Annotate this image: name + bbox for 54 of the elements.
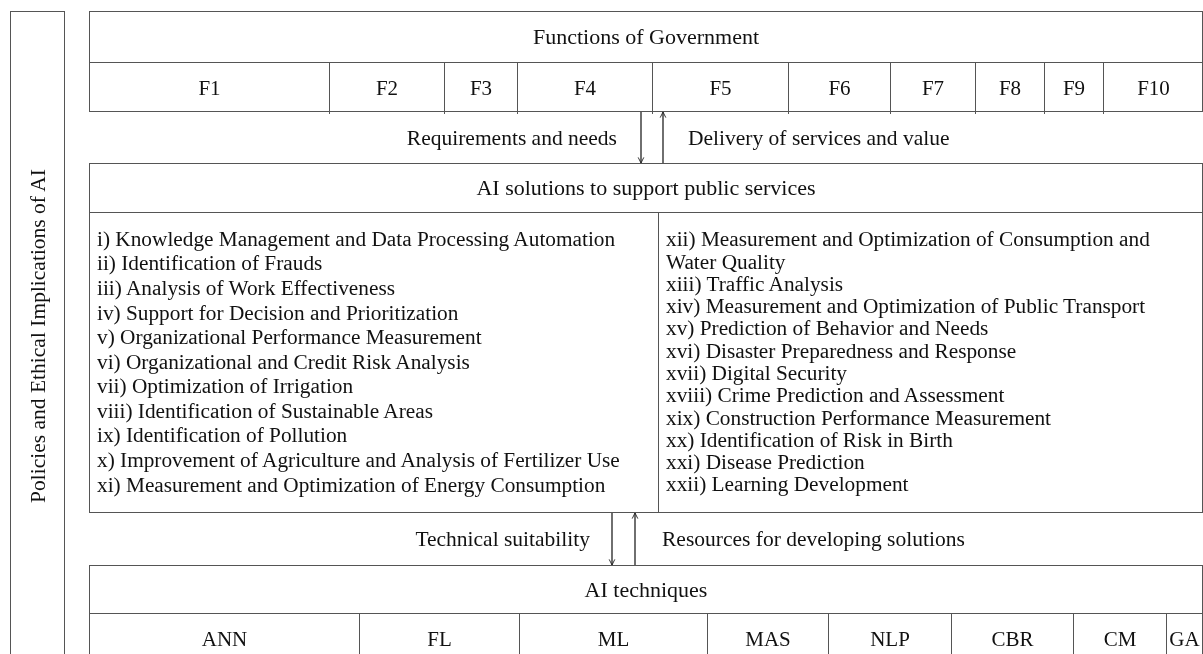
list-item: vi) Organizational and Credit Risk Analysis: [97, 349, 470, 375]
table-cell: ML: [519, 613, 707, 654]
table-cell: CM: [1073, 613, 1166, 654]
list-item: ii) Identification of Frauds: [97, 251, 323, 276]
section-table: [89, 565, 1203, 654]
list-item: iv) Support for Decision and Prioritization: [97, 300, 459, 326]
list-item: x) Improvement of Agriculture and Analysis of Fertilizer Use: [97, 448, 620, 473]
list-item: xviii) Crime Prediction and Assessment: [666, 384, 1005, 407]
table-cell: FL: [359, 613, 519, 654]
table-cell: F1: [90, 62, 329, 114]
list-item: ix) Identification of Pollution: [97, 423, 348, 449]
table-cell: F5: [652, 62, 788, 114]
list-item: vii) Optimization of Irrigation: [97, 374, 354, 399]
list-item: xi) Measurement and Optimization of Energy Consumption: [97, 472, 606, 498]
edge-label: Requirements and needs: [406, 125, 617, 151]
side-band: [10, 11, 65, 654]
table-cell: MAS: [707, 613, 828, 654]
table-cell: GA: [1166, 613, 1202, 654]
section-heading: AI techniques: [584, 576, 708, 604]
table-cell: F7: [890, 62, 975, 114]
table-cell: F4: [517, 62, 652, 114]
table-cell: F10: [1103, 62, 1203, 114]
list-item: viii) Identification of Sustainable Areas: [97, 398, 433, 424]
list-item: xv) Prediction of Behavior and Needs: [666, 317, 989, 340]
section-table: [89, 163, 1203, 513]
table-cell: F3: [444, 62, 517, 114]
arrow: [631, 512, 639, 566]
list-item: i) Knowledge Management and Data Processing Automation: [97, 226, 616, 252]
list-item: xx) Identification of Risk in Birth: [666, 428, 953, 452]
table-cell: ANN: [90, 613, 359, 654]
edge-label: Delivery of services and value: [688, 125, 950, 151]
list-item: xvii) Digital Security: [666, 362, 847, 385]
edge-label: Technical suitability: [415, 527, 590, 552]
list-item: xxii) Learning Development: [666, 473, 909, 496]
table-cell: CBR: [951, 613, 1073, 654]
arrow: [659, 111, 667, 164]
table-cell: NLP: [828, 613, 951, 654]
list-item: xiv) Measurement and Optimization of Public Transport: [666, 295, 1146, 318]
table-cell: F8: [975, 62, 1044, 114]
table-cell: F6: [788, 62, 890, 114]
list-item: xvi) Disaster Preparedness and Response: [666, 339, 1017, 362]
section-heading: AI solutions to support public services: [476, 174, 816, 202]
arrow: [608, 512, 616, 566]
side-label: Policies and Ethical Implications of AI: [25, 169, 50, 503]
list-item: v) Organizational Performance Measurement: [97, 325, 482, 350]
section-heading: Functions of Government: [532, 23, 760, 51]
table-cell: F2: [329, 62, 444, 114]
list-item: iii) Analysis of Work Effectiveness: [97, 275, 395, 301]
arrow: [637, 111, 645, 164]
table-cell: F9: [1044, 62, 1103, 114]
section-table: [89, 11, 1203, 112]
list-item: xxi) Disease Prediction: [666, 451, 865, 474]
list-item: xix) Construction Performance Measurement: [666, 406, 1051, 429]
edge-label: Resources for developing solutions: [662, 527, 965, 552]
